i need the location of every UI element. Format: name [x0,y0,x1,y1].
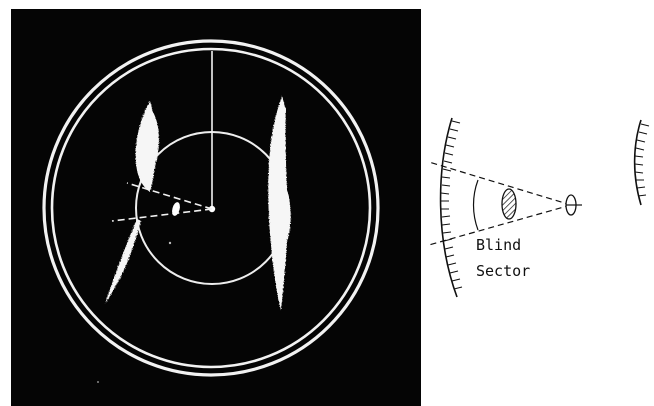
screen-background [11,9,421,406]
coastline-arc [441,118,457,297]
blind-sector-sketch [429,118,649,297]
blind-sector-label-line1: Blind [476,236,521,254]
noise-speck [169,242,171,244]
noise-speck [97,381,99,383]
sector-angle-arc [474,180,479,230]
sketch-sector-line-upper [429,162,571,205]
radar-screen-photo [11,9,421,406]
coastline-hatching [441,121,462,289]
blind-sector-label-line2: Sector [476,262,530,280]
obstruction-ellipse [502,189,516,219]
